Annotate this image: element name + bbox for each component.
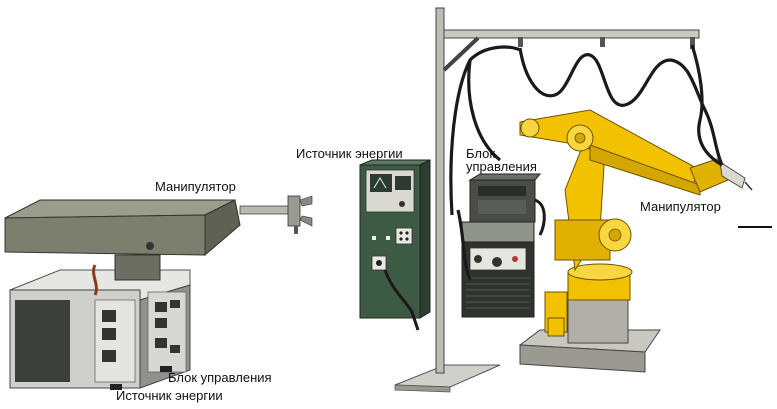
left-power-source-cabinet: [9, 269, 191, 390]
label-control-unit-mid-line2: управления: [466, 159, 537, 174]
label-power-source-left: Источник энергии: [116, 388, 223, 403]
label-manipulator-right: Манипулятор: [640, 199, 721, 214]
middle-control-unit: [461, 173, 546, 318]
cable-gantry: [394, 7, 700, 393]
right-manipulator: [518, 109, 772, 373]
overhead-cables: [449, 44, 724, 281]
left-manipulator: [4, 195, 313, 296]
middle-power-source: [359, 159, 431, 331]
label-control-unit-mid-line1: Блок: [466, 146, 496, 161]
label-power-source-mid: Источник энергии: [296, 146, 403, 161]
label-manipulator-left: Манипулятор: [155, 179, 236, 194]
label-control-unit-left: Блок управления: [168, 370, 272, 385]
